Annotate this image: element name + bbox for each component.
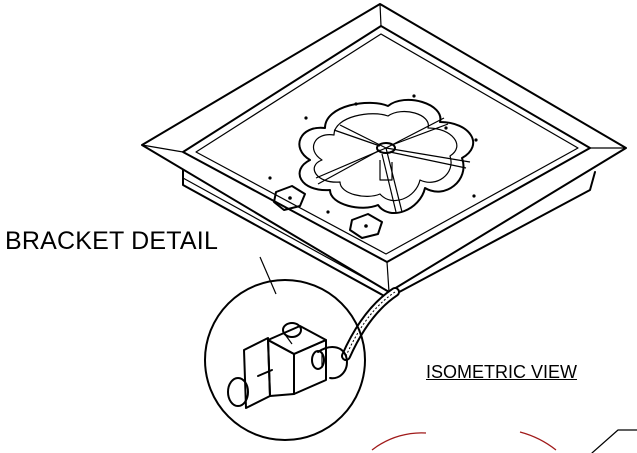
pan-skirt [182,169,596,299]
valve-box-top [267,325,327,355]
burner-inlet-pipe [379,160,393,181]
elbow-fitting [317,346,348,380]
flower-burner [298,98,475,215]
floor-fasteners [268,94,478,214]
view-title: ISOMETRIC VIEW [426,362,578,382]
construction-arcs [371,429,637,453]
detail-circle [204,279,366,441]
bracket-detail-label: BRACKET DETAIL [5,227,219,255]
burner-outer-ring [298,98,475,215]
burner-hub [376,142,396,154]
key-ring [227,377,249,407]
valve-box-front [267,339,295,397]
access-plate-right [349,213,383,239]
access-plate-left [273,185,306,211]
leader-line [259,256,277,295]
bracket-detail-callout [204,256,366,441]
access-plates [273,185,383,239]
burner-inner-ring [312,111,458,202]
gas-hose [341,287,400,361]
